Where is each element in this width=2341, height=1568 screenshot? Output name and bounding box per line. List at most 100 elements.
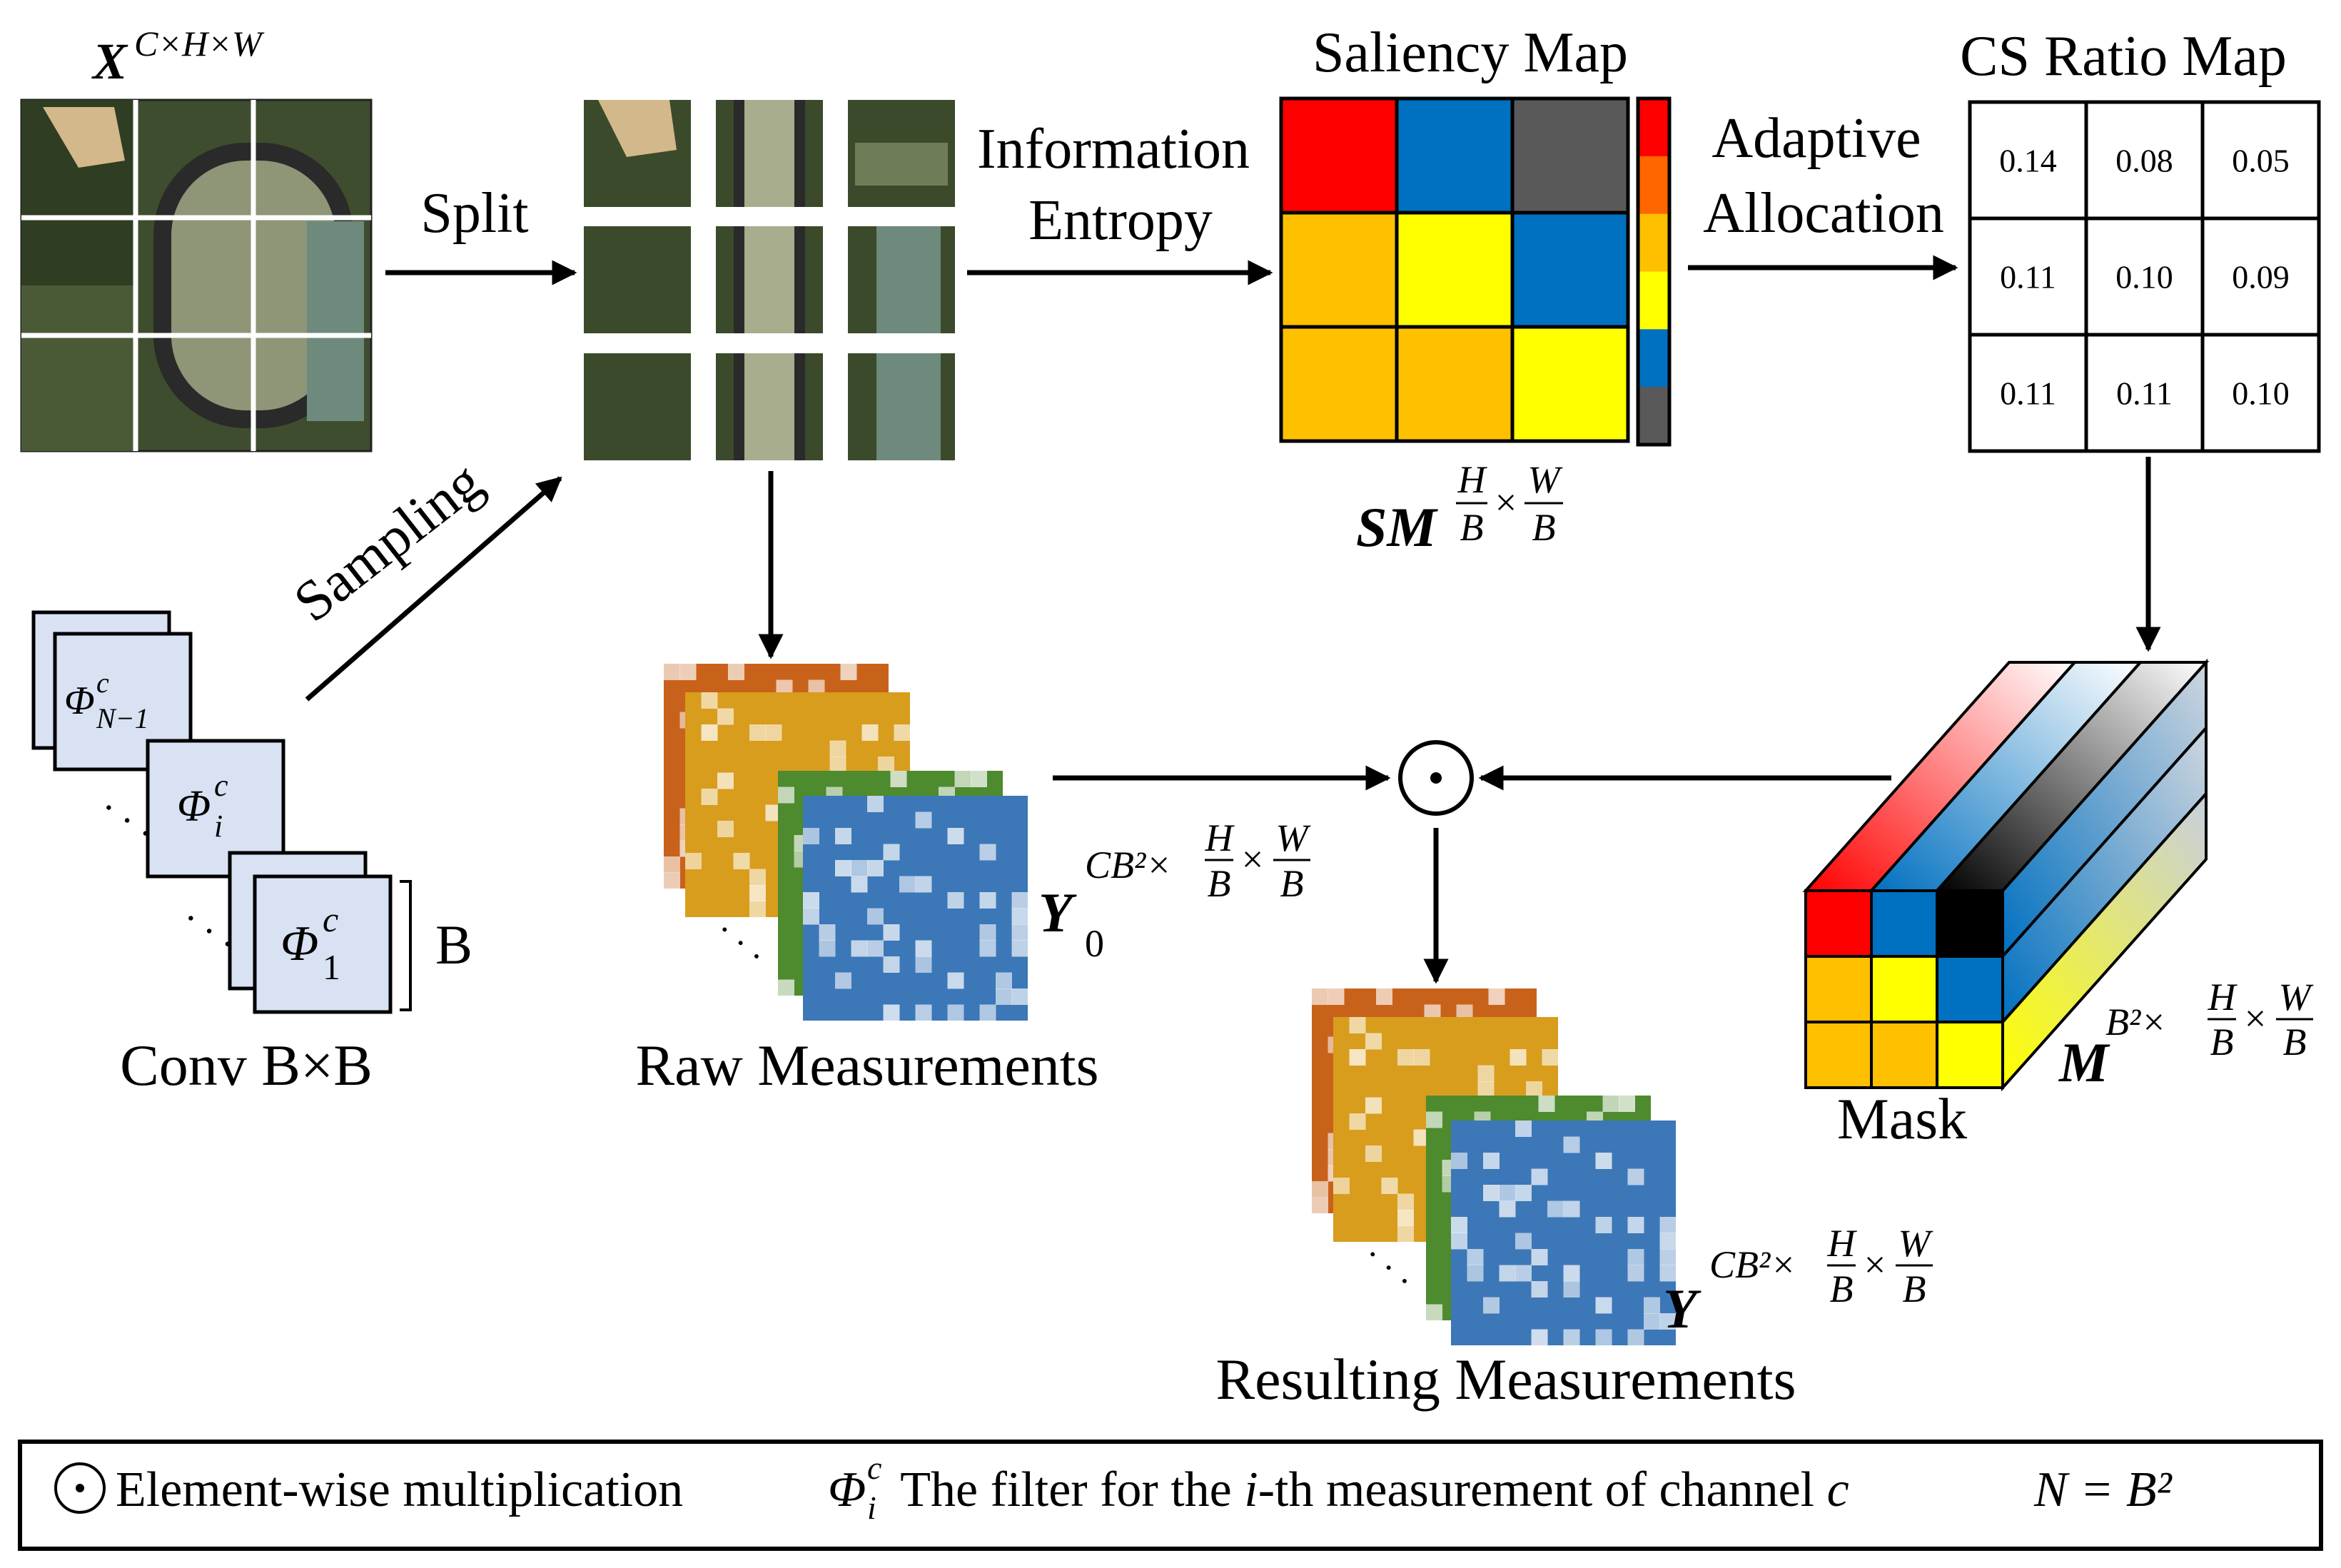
- measurement-pixel: [1426, 1111, 1442, 1128]
- cs-ratio-cell: [1968, 333, 2088, 453]
- measurement-pixel: [1467, 1265, 1484, 1282]
- cs-ratio-value: 0.11: [2116, 375, 2173, 412]
- measurement-pixel: [883, 844, 900, 861]
- measurement-pixel: [979, 1004, 996, 1021]
- measurement-pixel: [1515, 1121, 1532, 1137]
- mask-front-cell: [1870, 955, 1938, 1023]
- measurement-pixel: [1515, 1265, 1532, 1282]
- measurement-pixel: [1644, 1297, 1660, 1314]
- measurement-pixel: [701, 692, 718, 709]
- measurement-pixel: [829, 757, 846, 773]
- legend-filter-text: Φ c i The filter for the i-th measuremen…: [828, 1450, 1849, 1526]
- measurement-pixel: [1595, 1329, 1612, 1346]
- measurement-pixel: [851, 876, 868, 893]
- svg-text:Allocation: Allocation: [1703, 182, 1944, 245]
- cs-ratio-value: 0.05: [2232, 143, 2290, 179]
- measurement-pixel: [971, 771, 987, 787]
- svg-text:Information: Information: [977, 118, 1250, 181]
- measurement-pixel: [1011, 988, 1028, 1005]
- measurement-pixel: [1397, 1049, 1414, 1066]
- saliency-cell: [1279, 211, 1399, 329]
- measurement-pixel: [835, 972, 851, 989]
- measurement-pixel: [947, 1004, 964, 1021]
- measurement-pixel: [1328, 988, 1345, 1005]
- measurement-pixel: [947, 972, 964, 989]
- mask-front-cell: [1804, 955, 1873, 1023]
- measurement-pixel: [1515, 1185, 1532, 1201]
- svg-text:B: B: [1532, 506, 1556, 549]
- measurement-pixel: [1011, 924, 1028, 941]
- measurement-pixel: [947, 828, 964, 844]
- measurement-pixel: [1426, 1304, 1442, 1321]
- measurement-pixel: [1595, 1153, 1612, 1169]
- measurement-pixel: [1397, 1210, 1414, 1226]
- measurement-pixel: [883, 924, 900, 941]
- measurement-pixel: [1456, 1004, 1473, 1021]
- measurement-pixel: [878, 757, 894, 773]
- measurement-pixel: [1499, 1265, 1516, 1282]
- measurement-pixel: [1659, 1217, 1677, 1233]
- measurement-pixel: [803, 828, 819, 844]
- image-patch: [584, 353, 691, 460]
- measurement-pixel: [1659, 1265, 1677, 1282]
- measurement-pixel: [808, 679, 825, 697]
- svg-text:Φ: Φ: [280, 916, 318, 971]
- measurement-pixel: [954, 771, 971, 787]
- measurement-pixel: [749, 724, 766, 741]
- saliency-cell: [1510, 96, 1630, 215]
- measurement-pixel: [835, 828, 851, 844]
- svg-text:B: B: [2283, 1021, 2307, 1063]
- measurement-pixel: [1349, 1017, 1366, 1033]
- saliency-cell: [1395, 211, 1515, 329]
- cs-ratio-value: 0.09: [2232, 259, 2290, 295]
- measurement-pixel: [1659, 1233, 1677, 1250]
- measurement-pixel: [803, 908, 819, 925]
- svg-text:c: c: [867, 1450, 881, 1486]
- colorbar-border: [1636, 96, 1672, 447]
- mask-front-cell: [1804, 1021, 1873, 1089]
- measurement-pixel: [996, 972, 1012, 989]
- svg-text:B: B: [1830, 1268, 1854, 1310]
- measurement-pixel: [1376, 988, 1392, 1005]
- measurement-pixel: [701, 789, 718, 805]
- measurement-pixel: [1538, 1096, 1555, 1112]
- measurement-pixel: [1011, 908, 1028, 925]
- measurement-pixel: [664, 664, 680, 680]
- svg-text:B: B: [1903, 1268, 1926, 1310]
- measurement-pixel: [1349, 1113, 1366, 1130]
- svg-text:×: ×: [1242, 838, 1263, 881]
- svg-text:c: c: [323, 899, 338, 939]
- svg-text:CB²×: CB²×: [1709, 1243, 1796, 1286]
- measurement-pixel: [1595, 1217, 1612, 1233]
- cs-ratio-value: 0.14: [1999, 143, 2057, 179]
- field-shape: [744, 353, 794, 460]
- measurement-pixel: [915, 1004, 932, 1021]
- svg-text:c: c: [96, 667, 109, 699]
- field-shape: [855, 143, 948, 186]
- measurement-pixel: [1542, 1049, 1559, 1066]
- measurement-pixel: [749, 901, 766, 918]
- svg-text:H: H: [1457, 458, 1488, 501]
- cs-ratio-value: 0.08: [2115, 143, 2173, 179]
- mask-front-cell: [1804, 889, 1873, 958]
- cs-ratio-title: CS Ratio Map: [1960, 25, 2287, 88]
- cs-ratio-cell: [2200, 100, 2321, 221]
- svg-text:Entropy: Entropy: [1028, 189, 1213, 252]
- measurement-pixel: [749, 885, 766, 901]
- measurement-pixel: [765, 804, 782, 821]
- measurement-pixel: [979, 844, 996, 861]
- measurement-pixel: [979, 892, 996, 909]
- svg-text:M: M: [2058, 1031, 2110, 1093]
- measurement-pixel: [679, 664, 697, 680]
- measurement-pixel: [1499, 1200, 1516, 1218]
- svg-text:Φ: Φ: [177, 782, 211, 831]
- measurement-pixel: [867, 908, 884, 925]
- measurement-pixel: [1563, 1265, 1580, 1282]
- measurement-pixel: [1627, 1168, 1644, 1185]
- colorbar-segment: [1638, 156, 1669, 215]
- mask-front-cell: [1870, 1021, 1938, 1089]
- measurement-pixel: [1467, 1249, 1484, 1265]
- measurement-pixel: [1510, 1049, 1527, 1066]
- saliency-cell: [1510, 211, 1630, 329]
- svg-text:W: W: [1898, 1222, 1934, 1265]
